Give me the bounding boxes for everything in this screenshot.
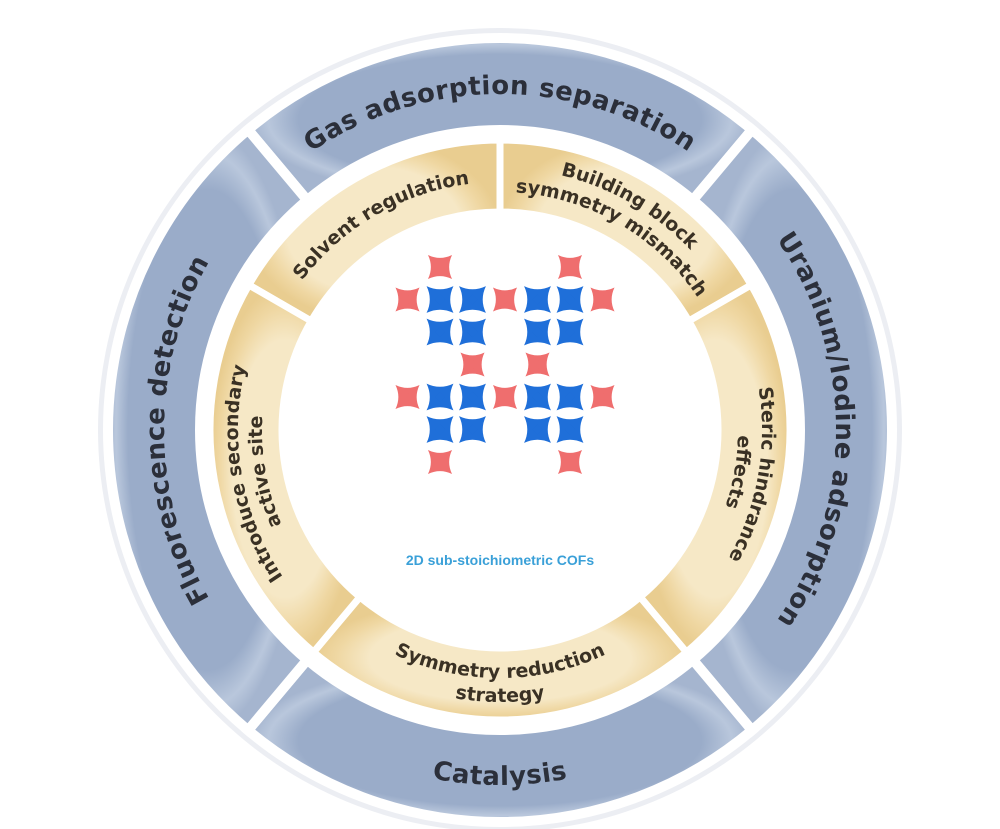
blue-node	[556, 318, 584, 346]
red-node	[395, 287, 420, 312]
blue-node	[524, 416, 551, 443]
blue-node	[556, 286, 584, 313]
blue-node	[426, 383, 454, 411]
red-node	[590, 287, 615, 312]
blue-node	[459, 318, 486, 346]
blue-node	[426, 318, 454, 346]
blue-node	[524, 286, 551, 313]
red-node	[460, 352, 485, 377]
cof-lattice	[395, 254, 615, 475]
red-node	[557, 254, 583, 280]
red-node	[427, 449, 453, 475]
blue-node	[556, 383, 584, 411]
inner-label-strategy: strategy	[454, 681, 546, 707]
blue-node	[524, 383, 551, 411]
red-node	[525, 352, 550, 377]
red-node	[492, 287, 518, 312]
outer-segment-fluorescence-detection	[103, 122, 315, 738]
outer-segment-uranium-iodine-adsorption	[685, 122, 897, 738]
blue-node	[459, 383, 486, 411]
blue-node	[459, 416, 486, 443]
red-node	[590, 384, 615, 410]
center-caption: 2D sub-stoichiometric COFs	[406, 552, 594, 568]
blue-node	[556, 416, 584, 443]
blue-node	[459, 286, 486, 313]
red-node	[492, 384, 518, 410]
red-node	[427, 254, 453, 280]
blue-node	[426, 416, 454, 443]
inner-segment-introduce-secondary-active-site	[206, 280, 365, 658]
blue-node	[524, 318, 551, 346]
outer-ring: Gas adsorption separationUranium/Iodine …	[103, 33, 897, 827]
red-node	[557, 449, 583, 475]
blue-node	[426, 286, 454, 313]
red-node	[395, 384, 420, 410]
center-disc	[288, 218, 712, 642]
